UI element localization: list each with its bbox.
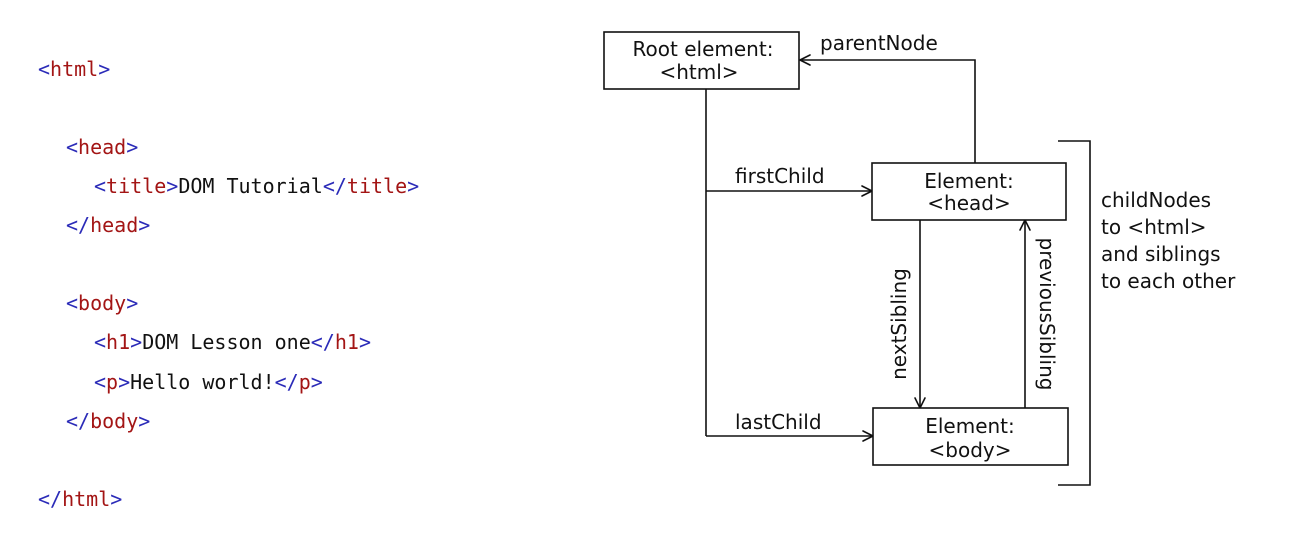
angle-bracket: > <box>407 174 420 198</box>
edge-label-previous-sibling: previousSibling <box>1035 238 1059 391</box>
angle-bracket: > <box>358 330 371 354</box>
node-head-label-1: Element: <box>924 169 1014 193</box>
code-line-html-close: </html> <box>38 487 122 511</box>
code-line-html-open: <html> <box>38 57 110 81</box>
note-line-3: and siblings <box>1101 242 1221 266</box>
angle-bracket: > <box>98 57 111 81</box>
angle-bracket: </ <box>38 487 63 511</box>
angle-bracket: > <box>138 409 151 433</box>
angle-bracket: </ <box>310 330 335 354</box>
edge-label-last-child: lastChild <box>735 410 822 434</box>
text-content: DOM Lesson one <box>142 330 311 354</box>
code-line-head-open: <head> <box>66 135 138 159</box>
node-body-label-2: <body> <box>929 438 1012 462</box>
html-source-code: <html> <head> <title>DOM Tutorial</title… <box>38 0 558 548</box>
node-root-label-2: <html> <box>659 60 738 84</box>
parent-node-line <box>800 59 976 163</box>
node-root-box <box>603 31 800 90</box>
angle-bracket: > <box>126 291 139 315</box>
tag-name: title <box>346 174 408 198</box>
angle-bracket: > <box>110 487 123 511</box>
tag-name: body <box>78 291 127 315</box>
node-body-label-1: Element: <box>925 414 1015 438</box>
tag-name: title <box>106 174 167 198</box>
edge-label-first-child: firstChild <box>735 164 825 188</box>
angle-bracket: > <box>126 135 139 159</box>
angle-bracket: </ <box>322 174 347 198</box>
angle-bracket: > <box>118 370 131 394</box>
code-line-title: <title>DOM Tutorial</title> <box>94 174 419 198</box>
angle-bracket: < <box>94 174 107 198</box>
angle-bracket: < <box>66 135 79 159</box>
code-line-body-close: </body> <box>66 409 150 433</box>
connector-lines <box>705 54 1091 486</box>
tag-name: h1 <box>334 330 359 354</box>
node-head-box <box>871 162 1067 221</box>
node-root-label-1: Root element: <box>633 37 774 61</box>
child-nodes-bracket <box>1058 140 1091 486</box>
edge-label-next-sibling: nextSibling <box>887 268 911 380</box>
angle-bracket: < <box>94 330 107 354</box>
angle-bracket: </ <box>66 409 91 433</box>
node-head-label-2: <head> <box>927 191 1010 215</box>
note-line-2: to <html> <box>1101 215 1207 239</box>
tag-name: head <box>90 213 139 237</box>
tag-name: html <box>62 487 111 511</box>
code-line-head-close: </head> <box>66 213 150 237</box>
tag-name: head <box>78 135 127 159</box>
code-line-p: <p>Hello world!</p> <box>94 370 323 394</box>
tag-name: body <box>90 409 139 433</box>
angle-bracket: < <box>94 370 107 394</box>
edge-label-parent-node: parentNode <box>820 31 938 55</box>
note-line-4: to each other <box>1101 269 1236 293</box>
code-line-h1: <h1>DOM Lesson one</h1> <box>94 330 371 354</box>
angle-bracket: > <box>130 330 143 354</box>
angle-bracket: > <box>166 174 179 198</box>
angle-bracket: > <box>310 370 323 394</box>
node-head: Element: <head> <box>871 162 1067 221</box>
node-root-html: Root element: <html> <box>603 31 800 90</box>
tag-name: h1 <box>106 330 131 354</box>
code-line-body-open: <body> <box>66 291 138 315</box>
tag-name: html <box>50 57 99 81</box>
text-content: DOM Tutorial <box>178 174 323 198</box>
note-line-1: childNodes <box>1101 188 1211 212</box>
text-content: Hello world! <box>130 370 275 394</box>
angle-bracket: < <box>66 291 79 315</box>
angle-bracket: </ <box>274 370 299 394</box>
node-body: Element: <body> <box>872 407 1069 466</box>
node-body-box <box>872 407 1069 466</box>
angle-bracket: </ <box>66 213 91 237</box>
angle-bracket: > <box>138 213 151 237</box>
tag-name: p <box>298 370 311 394</box>
angle-bracket: < <box>38 57 51 81</box>
parent-node-arrowhead <box>799 54 811 66</box>
child-nodes-note: childNodes to <html> and siblings to eac… <box>1101 188 1236 293</box>
tag-name: p <box>106 370 119 394</box>
